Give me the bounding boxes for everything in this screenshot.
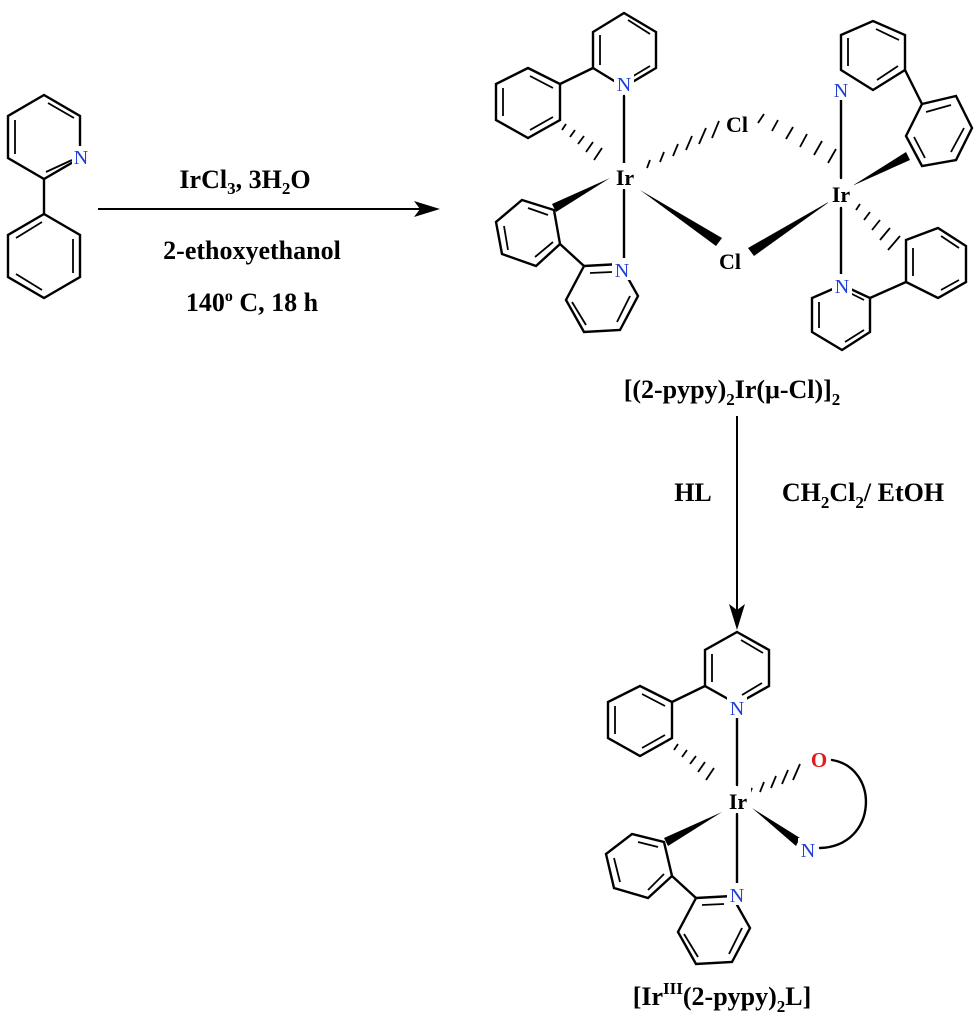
- ligand-arc: [818, 758, 867, 850]
- hashed-bond: [855, 203, 901, 251]
- conditions-label-1: 140o C, 18 h: [186, 288, 319, 317]
- hashed-bond: [561, 123, 603, 161]
- reagent-label-2: HL: [674, 478, 712, 507]
- atom-N: N: [617, 74, 631, 96]
- phenylpyridine-molecule: N: [6, 93, 90, 300]
- hashed-bond: [646, 120, 720, 169]
- reagent-label-1: IrCl3, 3H2O: [179, 165, 310, 198]
- atom-N: N: [730, 698, 744, 720]
- hashed-bond: [673, 743, 715, 781]
- atom-Ir: Ir: [832, 182, 851, 207]
- atom-O: O: [811, 748, 827, 772]
- hashed-bond: [748, 763, 801, 796]
- intermediate-label: [(2-pypy)2Ir(μ-Cl)]2: [624, 375, 841, 409]
- atom-N: N: [835, 276, 849, 298]
- atom-Cl: Cl: [726, 112, 748, 137]
- product-label: [IrIII(2-pypy)2L]: [633, 979, 812, 1016]
- atom-N: N: [74, 147, 88, 169]
- solvent-label-2: CH2Cl2/ EtOH: [782, 478, 944, 512]
- hashed-bond: [757, 113, 837, 164]
- reaction-arrow-2: [729, 416, 745, 630]
- iridium-dimer: Ir Ir Cl Cl N N N N: [494, 11, 974, 352]
- atom-Ir: Ir: [729, 789, 748, 814]
- atom-N: N: [615, 260, 629, 282]
- atom-N: N: [834, 80, 848, 102]
- atom-N: N: [730, 885, 744, 907]
- iridium-product: Ir N N N O: [604, 630, 867, 966]
- solvent-label-1: 2-ethoxyethanol: [163, 236, 341, 265]
- reaction-arrow-1: [98, 201, 440, 217]
- atom-Ir: Ir: [616, 165, 635, 190]
- atom-Cl: Cl: [719, 249, 741, 274]
- atom-N: N: [801, 840, 815, 862]
